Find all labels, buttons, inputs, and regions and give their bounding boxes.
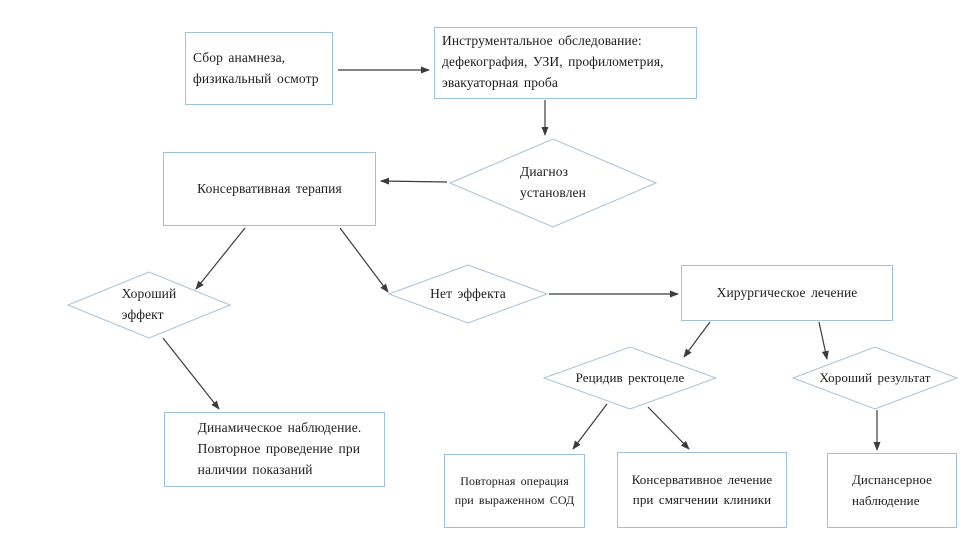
node-surgical-label: Хирургическое лечение	[716, 284, 858, 300]
node-relapse: Рецидив ректоцеле	[544, 347, 716, 409]
node-relapse-label: Рецидив ректоцеле	[575, 369, 685, 385]
diamond-good-effect-shape	[66, 271, 232, 339]
node-conservative-soft-label: Консервативное лечение при смягчении кли…	[631, 471, 773, 507]
arrow-diagnosis-to-conservative	[380, 177, 448, 185]
node-dynamic-observation-label: Динамическое наблюдение. Повторное прове…	[197, 420, 362, 477]
node-no-effect-label: Нет эффекта	[430, 285, 506, 301]
node-anamnesis-label: Сбор анамнеза, физикальный осмотр	[193, 49, 319, 86]
diamond-relapse-shape	[542, 346, 718, 410]
node-good-effect: Хороший эффект	[68, 272, 230, 338]
arrow-relapse-to-reoperation	[572, 403, 608, 450]
node-dispensary: Диспансерное наблюдение	[827, 453, 957, 528]
arrow-conservative-to-no-effect	[339, 227, 389, 293]
node-dynamic-observation: Динамическое наблюдение. Повторное прове…	[164, 412, 385, 487]
arrow-conservative-to-good-effect	[195, 227, 246, 290]
node-anamnesis: Сбор анамнеза, физикальный осмотр	[185, 32, 333, 105]
arrow-surgical-to-good-result	[818, 321, 829, 360]
node-reoperation: Повторная операция при выраженном СОД	[444, 454, 585, 528]
node-good-result: Хороший результат	[793, 347, 957, 409]
node-no-effect: Нет эффекта	[389, 265, 547, 323]
node-instrumental-label: Инструментальное обследование: дефекогра…	[442, 33, 664, 90]
node-conservative-label: Консервативная терапия	[197, 180, 342, 196]
diamond-no-effect-shape	[387, 264, 549, 324]
node-good-effect-label: Хороший эффект	[121, 286, 177, 322]
node-conservative: Консервативная терапия	[163, 152, 376, 226]
node-surgical: Хирургическое лечение	[681, 265, 893, 321]
node-good-result-label: Хороший результат	[819, 369, 931, 385]
node-conservative-soft: Консервативное лечение при смягчении кли…	[617, 452, 787, 528]
node-diagnosis: Диагноз установлен	[450, 139, 656, 227]
arrow-surgical-to-relapse	[683, 321, 711, 358]
arrow-relapse-to-conservative-soft	[647, 406, 690, 450]
node-dispensary-label: Диспансерное наблюдение	[851, 472, 933, 508]
diamond-good-result-shape	[791, 346, 959, 410]
node-reoperation-label: Повторная операция при выраженном СОД	[454, 474, 575, 507]
arrow-good-effect-to-dynamic	[162, 337, 220, 410]
node-diagnosis-label: Диагноз установлен	[520, 164, 586, 200]
diamond-diagnosis-shape	[448, 138, 658, 228]
node-instrumental: Инструментальное обследование: дефекогра…	[434, 27, 697, 99]
